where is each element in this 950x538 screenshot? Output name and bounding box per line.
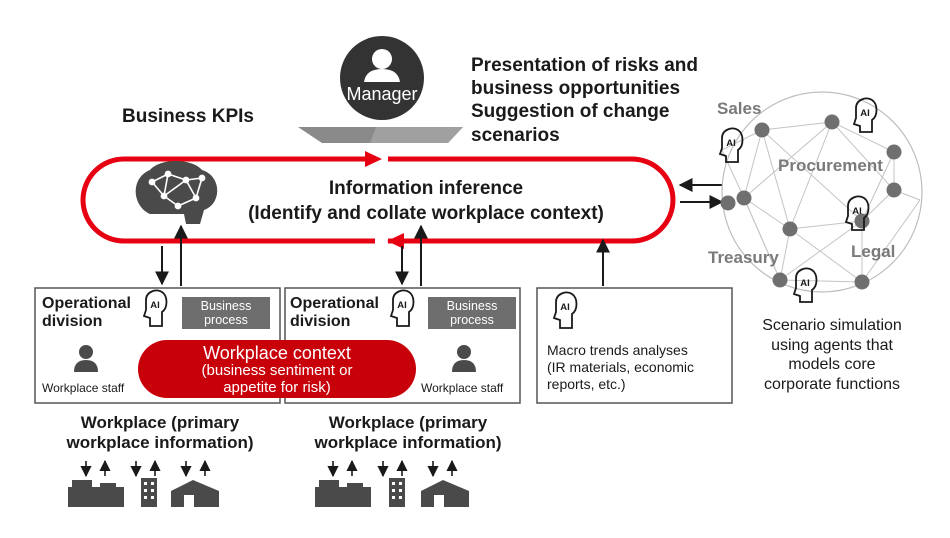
workplace-staff-label-1: Workplace staff [42,381,125,395]
function-sales: Sales [717,99,762,118]
business-process-box-2 [428,297,516,329]
macro-trends-text: Macro trends analyses (IR materials, eco… [547,342,695,393]
scenario-simulation-text: Scenario simulation using agents that mo… [762,317,902,393]
factory-icons [68,480,371,507]
inference-title: Information inference [328,178,524,199]
flow-arrows [155,178,724,286]
function-legal: Legal [851,242,896,261]
staff-person-icons [74,345,476,372]
workplace-context-pill [138,340,416,398]
brain-icon [135,161,218,224]
workplace-caption-1: Workplace (primary workplace information… [66,413,254,453]
loop-arrow-top [365,151,382,167]
warehouse-icons [171,480,469,507]
person-icon [372,49,392,69]
function-procurement: Procurement [778,156,883,175]
workplace-staff-label-2: Workplace staff [421,381,504,395]
workplace-caption-2: Workplace (primary workplace information… [314,413,502,453]
inference-subtitle: (Identify and collate workplace context) [248,203,604,224]
ai-badge-5: AI [860,108,870,119]
business-process-box-1 [182,297,270,329]
macro-box [536,287,733,404]
presentation-text: Presentation of risks and business oppor… [471,55,699,146]
ai-badge-1: AI [150,300,160,311]
function-treasury: Treasury [708,248,779,267]
ai-badge-7: AI [800,278,810,289]
ai-badge-3: AI [560,302,570,313]
manager-figure [298,36,463,143]
inference-loop [80,151,676,249]
office-tower-icons [141,478,405,507]
division-title-1: Operational division [42,295,131,331]
ai-badge-4: AI [726,138,736,149]
manager-label: Manager [346,84,418,104]
ai-badge-6: AI [852,206,862,217]
agent-network-sphere [718,91,923,303]
ai-head-icons [142,289,578,329]
business-process-label-1: Business process [200,299,252,328]
workplace-context-title: Workplace context [203,343,351,363]
workplace-io-arrows [80,459,458,478]
ai-badge-2: AI [397,300,407,311]
business-kpis-label: Business KPIs [122,106,254,127]
business-process-label-2: Business process [446,299,498,328]
workplace-context-detail: (business sentiment or appetite for risk… [201,362,353,397]
division-title-2: Operational division [290,295,379,331]
loop-arrow-bottom [387,233,404,249]
